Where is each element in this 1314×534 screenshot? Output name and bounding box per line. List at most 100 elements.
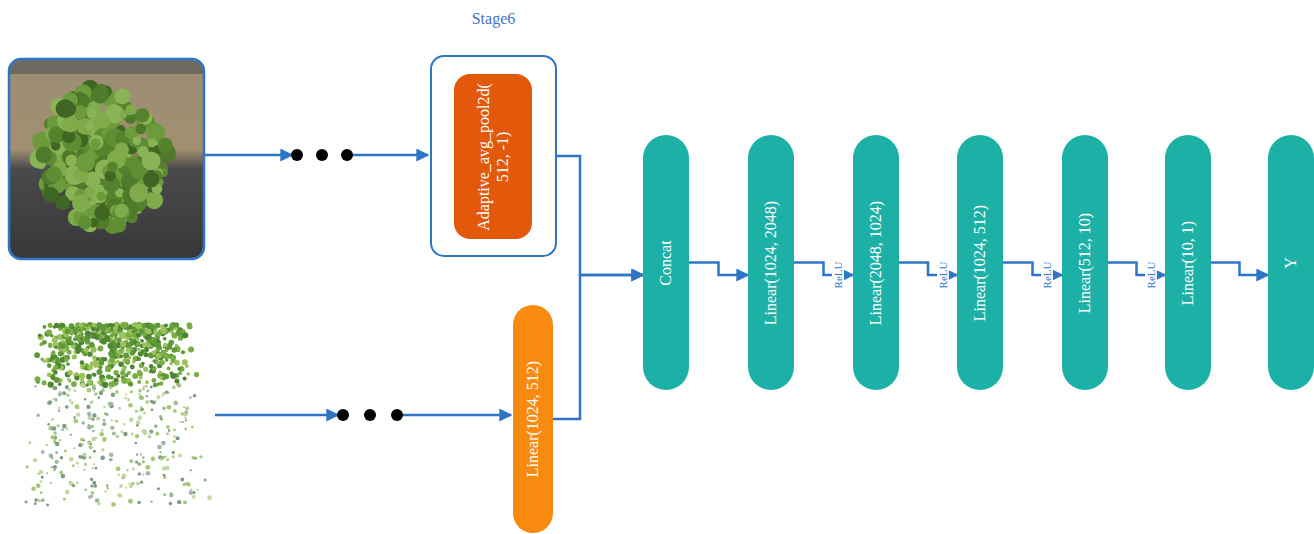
cloud-point: [88, 495, 92, 499]
cloud-point: [46, 503, 49, 506]
cloud-point: [132, 373, 138, 379]
cloud-point: [96, 416, 100, 420]
cloud-point: [42, 340, 47, 345]
cloud-point: [115, 390, 119, 394]
cloud-point: [173, 385, 176, 388]
cloud-point: [139, 328, 144, 333]
cloud-point: [151, 457, 156, 462]
cloud-point: [48, 323, 53, 328]
cloud-point: [87, 416, 91, 420]
cloud-point: [126, 469, 128, 471]
leaf-blob: [78, 216, 92, 230]
cloud-point: [109, 357, 115, 363]
ellipsis-dot: [291, 149, 303, 161]
cloud-point: [121, 477, 124, 480]
leaf-blob: [114, 89, 130, 105]
cloud-point: [75, 404, 80, 409]
cloud-point: [153, 383, 157, 387]
cloud-point: [54, 460, 58, 464]
cloud-point: [58, 383, 62, 387]
cloud-point: [78, 335, 84, 341]
cloud-point: [135, 434, 139, 438]
cloud-point: [62, 391, 66, 395]
cloud-point: [66, 427, 69, 430]
cloud-point: [171, 347, 176, 352]
leaf-blob: [46, 166, 62, 182]
cloud-point: [106, 484, 109, 487]
cloud-point: [51, 350, 55, 354]
leaf-blob: [114, 204, 128, 218]
cloud-point: [145, 395, 148, 398]
cloud-point: [84, 462, 88, 466]
cloud-point: [58, 439, 61, 442]
cloud-point: [119, 349, 123, 353]
cloud-point: [142, 456, 145, 459]
cloud-point: [77, 331, 81, 335]
cloud-point: [172, 455, 175, 458]
block-label: Linear(512, 10): [1075, 142, 1094, 383]
cloud-point: [135, 460, 138, 463]
cloud-point: [138, 415, 142, 419]
cloud-point: [186, 372, 190, 376]
cloud-point: [169, 493, 173, 497]
cloud-point: [87, 412, 91, 416]
flow-arrow: [557, 156, 643, 275]
cloud-point: [156, 323, 161, 328]
cloud-point: [127, 398, 130, 401]
leaf-blob: [111, 218, 126, 233]
cloud-point: [31, 486, 36, 491]
activation-label: ReLU: [936, 260, 948, 291]
cloud-point: [166, 425, 170, 429]
cloud-point: [33, 458, 37, 462]
flow-arrow: [1211, 263, 1268, 276]
cloud-point: [90, 443, 92, 445]
cloud-point: [43, 325, 47, 329]
cloud-point: [92, 437, 96, 441]
cloud-point: [93, 334, 98, 339]
cloud-point: [125, 487, 127, 489]
cloud-point: [41, 498, 45, 502]
cloud-point: [89, 334, 92, 337]
cloud-point: [145, 385, 147, 387]
cloud-point: [99, 432, 104, 437]
cloud-point: [34, 352, 40, 358]
leaf-blob: [135, 124, 146, 135]
cloud-point: [140, 339, 144, 343]
cloud-point: [155, 343, 161, 349]
cloud-point: [162, 407, 166, 411]
block-label: Adaptive_avg_pool2d(512, -1): [474, 81, 512, 232]
cloud-point: [109, 354, 113, 358]
cloud-point: [161, 441, 166, 446]
cloud-point: [149, 430, 153, 434]
leaf-blob: [145, 192, 163, 210]
cloud-point: [109, 386, 112, 389]
cloud-point: [102, 382, 108, 388]
cloud-point: [169, 326, 173, 330]
cloud-point: [129, 459, 133, 463]
cloud-point: [136, 482, 140, 486]
cloud-point: [87, 364, 93, 370]
cloud-point: [90, 478, 93, 481]
cloud-point: [136, 454, 138, 456]
cloud-point: [65, 405, 68, 408]
cloud-point: [120, 430, 123, 433]
cloud-point: [124, 397, 127, 400]
cloud-point: [207, 495, 212, 500]
cloud-point: [52, 398, 54, 400]
cloud-point: [151, 378, 156, 383]
cloud-point: [48, 358, 52, 362]
cloud-point: [142, 473, 144, 475]
cloud-point: [54, 432, 57, 435]
cloud-point: [49, 453, 53, 457]
cloud-point: [67, 350, 72, 355]
cloud-point: [71, 381, 77, 387]
leaf-blob: [92, 86, 109, 103]
cloud-point: [86, 405, 90, 409]
cloud-point: [92, 386, 96, 390]
cloud-point: [103, 405, 106, 408]
leaf-blob: [35, 146, 52, 163]
cloud-point: [169, 502, 173, 506]
block-label: Concat: [656, 142, 675, 383]
cloud-point: [93, 450, 96, 453]
cloud-point: [183, 501, 187, 505]
